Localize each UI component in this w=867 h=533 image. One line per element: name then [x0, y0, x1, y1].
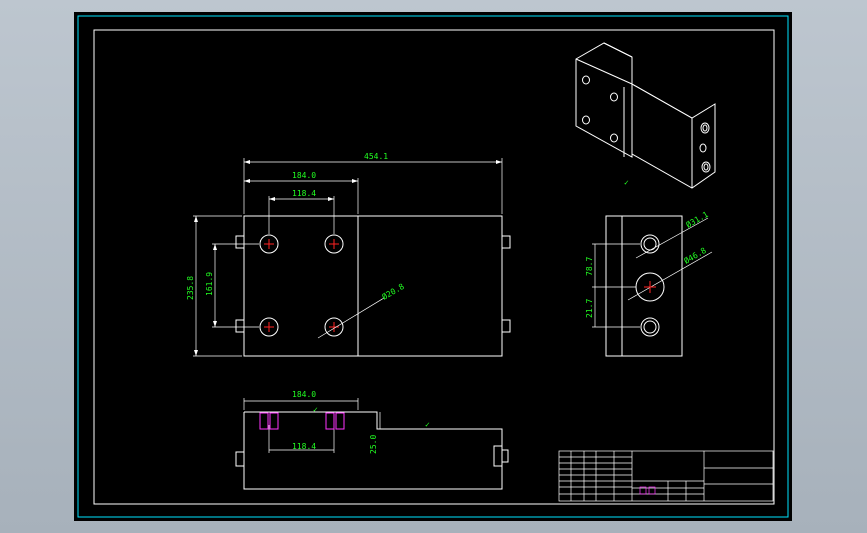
side-hole-bottom — [640, 317, 660, 337]
dim-side-top: 78.7 — [585, 257, 594, 276]
bolt-head — [235, 451, 245, 467]
mounting-hole — [259, 234, 279, 254]
mounting-hole — [324, 317, 344, 337]
dimension-arrows — [194, 160, 502, 356]
hidden-bore-lines — [259, 412, 345, 430]
cad-drawing-viewport[interactable]: 454.1 184.0 118.4 235.8 161.9 Ø20.8 184.… — [74, 12, 792, 521]
mounting-hole — [324, 234, 344, 254]
dim-overall-length: 454.1 — [364, 152, 388, 161]
front-view-dimensions — [193, 158, 503, 357]
cad-drawing: 454.1 184.0 118.4 235.8 161.9 Ø20.8 184.… — [77, 15, 789, 518]
outer-frame — [77, 15, 789, 518]
isometric-mark: ✓ — [624, 178, 629, 187]
dim-bottom-spacing: 118.4 — [292, 442, 316, 451]
dim-side-bottom: 21.7 — [585, 299, 594, 318]
bottom-view — [235, 398, 509, 490]
side-view — [592, 215, 713, 357]
bolt-head — [493, 445, 503, 467]
dim-bottom-width: 184.0 — [292, 390, 316, 399]
side-hole-bottom-inner — [643, 320, 657, 334]
bolt-head — [501, 319, 511, 333]
dim-hole-spacing: 118.4 — [292, 189, 316, 198]
bolt-head — [501, 449, 509, 463]
dim-step-height: 25.0 — [369, 435, 378, 454]
dim-hole-vertical: 161.9 — [205, 272, 214, 296]
surface-roughness-mark: ✓ — [425, 420, 430, 429]
dim-overall-height: 235.8 — [186, 276, 195, 300]
side-hole-center-marks — [644, 281, 656, 293]
surface-roughness-mark: ✓ — [313, 405, 318, 414]
title-block-cells — [639, 486, 656, 495]
title-block — [558, 450, 774, 502]
dim-side-hole-2: Ø46.8 — [682, 245, 708, 266]
dim-side-hole-1: Ø31.1 — [684, 209, 710, 230]
bolt-head — [501, 235, 511, 249]
dim-hole-diameter: Ø20.8 — [380, 281, 406, 302]
bolt-head — [235, 319, 245, 333]
isometric-view — [575, 42, 716, 189]
front-view-outline — [243, 215, 503, 357]
dim-width: 184.0 — [292, 171, 316, 180]
front-view — [235, 215, 511, 357]
bottom-view-outline — [243, 411, 503, 490]
side-hole-top — [640, 234, 660, 254]
inner-border — [93, 29, 775, 505]
side-view-outline — [605, 215, 683, 357]
mounting-hole — [259, 317, 279, 337]
bolt-head — [235, 235, 245, 249]
hole-center-marks — [264, 239, 339, 332]
